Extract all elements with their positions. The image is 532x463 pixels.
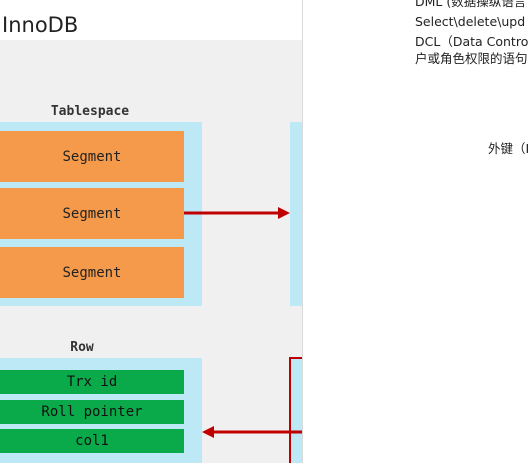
segment-block: Segment	[0, 247, 184, 298]
arrow-to-row	[202, 426, 302, 438]
row-field-roll-pointer: Roll pointer	[0, 400, 184, 424]
page-container-fragment	[290, 358, 302, 463]
segment-block: Segment	[0, 131, 184, 182]
row-field-trx-id: Trx id	[0, 370, 184, 394]
notes-pane: DML (数据操纵语言 Select\delete\upd DCL（Data C…	[303, 0, 532, 463]
page-title: InnoDB	[2, 13, 79, 37]
row-label: Row	[70, 340, 94, 355]
tablespace-label: Tablespace	[50, 104, 130, 119]
segment-block: Segment	[0, 188, 184, 239]
extent-container-fragment	[290, 122, 302, 306]
note-line: DCL（Data Contro	[415, 34, 529, 49]
row-field-col1: col1	[0, 429, 184, 453]
row-container: Trx id Roll pointer col1	[0, 358, 202, 463]
note-line: DML (数据操纵语言	[415, 0, 527, 9]
arrow-to-extent	[184, 207, 290, 219]
highlight-frame	[289, 357, 302, 463]
tablespace-container: Segment Segment Segment	[0, 122, 202, 306]
innodb-diagram-pane: InnoDB Tablespace Segment Segment Segmen…	[0, 13, 302, 463]
connector-arrows	[184, 207, 302, 438]
pane-divider	[302, 0, 303, 463]
note-line: Select\delete\upd	[415, 14, 526, 29]
note-line: 户或角色权限的语句	[415, 51, 528, 66]
foreign-key-label: 外键（I	[488, 141, 530, 156]
